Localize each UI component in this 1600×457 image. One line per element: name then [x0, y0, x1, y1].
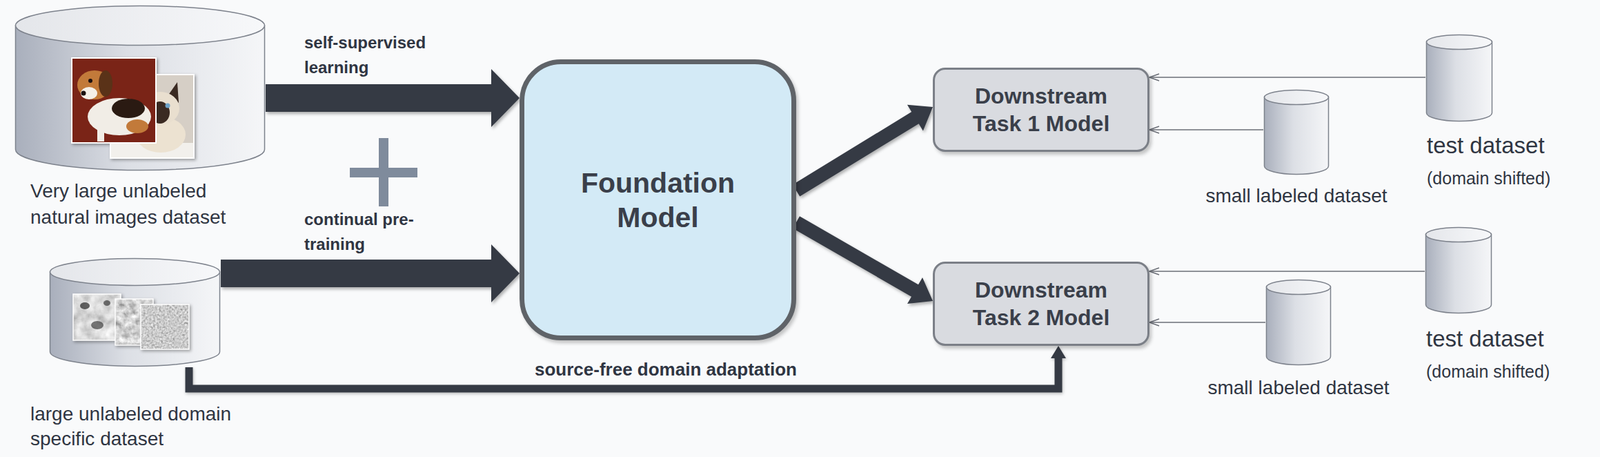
- dataset-caption-block: test dataset (domain shifted): [1426, 324, 1550, 383]
- micrograph-tile: [140, 304, 190, 350]
- plus-sign: [349, 137, 418, 207]
- sample-micrographs: [73, 293, 190, 350]
- flow-arrow: [185, 345, 1067, 393]
- natural-images-cylinder: Very large unlabeled natural images data…: [14, 4, 266, 172]
- foundation-model-box: Foundation Model: [519, 59, 797, 341]
- cylinder-top: [1264, 90, 1329, 105]
- box-label: Foundation Model: [573, 165, 744, 235]
- cylinder-body: [1264, 97, 1329, 175]
- sample-photos: [71, 57, 194, 158]
- dataset-caption-block: large unlabeled domain specific dataset: [30, 401, 243, 452]
- flow-arrow: [792, 104, 933, 197]
- cylinder-top: [1426, 227, 1492, 243]
- box-label: Downstream Task 1 Model: [963, 82, 1119, 138]
- dataset-caption-block: Very large unlabeled natural images data…: [30, 178, 243, 231]
- task-model-box: Downstream Task 1 Model: [932, 67, 1150, 152]
- dataset-caption: large unlabeled domain specific dataset: [30, 401, 243, 452]
- task-model-box: Downstream Task 2 Model: [932, 261, 1150, 346]
- cylinder-top: [50, 258, 221, 286]
- cylinder-shape: [1265, 278, 1332, 366]
- cylinder-top: [15, 6, 265, 46]
- dataset-caption: small labeled dataset: [1207, 376, 1389, 400]
- cylinder-shape: [14, 4, 266, 172]
- cylinder-shape: [1424, 226, 1493, 314]
- test-dataset-cylinder: test dataset(domain shifted): [1424, 226, 1493, 314]
- dataset-caption: Very large unlabeled natural images data…: [30, 178, 243, 231]
- cylinder-body: [15, 25, 265, 170]
- arrow-label: continual pre-training: [304, 206, 437, 257]
- small-dataset-cylinder: small labeled dataset: [1263, 89, 1330, 176]
- cylinder-shape: [48, 257, 221, 368]
- dataset-caption: small labeled dataset: [1205, 184, 1387, 208]
- dataset-caption: test dataset: [1426, 131, 1551, 160]
- arrow-label: self-supervised learning: [304, 30, 437, 81]
- connectors: [185, 68, 1427, 393]
- cylinder-shape: [1425, 33, 1494, 123]
- domain-dataset-cylinder: large unlabeled domain specific dataset: [48, 257, 221, 368]
- input-arrow: [1149, 270, 1425, 272]
- dataset-caption: test dataset: [1426, 324, 1550, 353]
- box-label: Downstream Task 2 Model: [963, 275, 1119, 332]
- input-arrow: [1149, 76, 1426, 78]
- input-arrow: [1149, 321, 1266, 323]
- cylinder-body: [50, 271, 221, 367]
- input-arrow: [1149, 129, 1264, 131]
- arrow-label: source-free domain adaptation: [534, 358, 797, 381]
- dataset-caption-block: test dataset (domain shifted): [1426, 131, 1551, 190]
- plus-bar: [378, 137, 389, 207]
- dataset-caption-block: small labeled dataset: [1205, 184, 1387, 208]
- cylinder-shape: [1263, 89, 1330, 176]
- dataset-caption: (domain shifted): [1426, 360, 1550, 383]
- cylinder-body: [1266, 287, 1331, 365]
- micrograph-tile: [73, 293, 121, 341]
- cylinder-top: [1426, 35, 1493, 50]
- cylinder-body: [1426, 234, 1492, 314]
- test-dataset-cylinder: test dataset(domain shifted): [1425, 33, 1494, 123]
- cylinder-body: [1426, 42, 1493, 122]
- dog-photo: [71, 57, 156, 143]
- small-dataset-cylinder: small labeled dataset: [1265, 278, 1332, 366]
- cylinder-top: [1266, 280, 1331, 295]
- dataset-caption: (domain shifted): [1426, 166, 1551, 190]
- flow-arrow: [792, 215, 933, 304]
- dataset-caption-block: small labeled dataset: [1207, 376, 1389, 400]
